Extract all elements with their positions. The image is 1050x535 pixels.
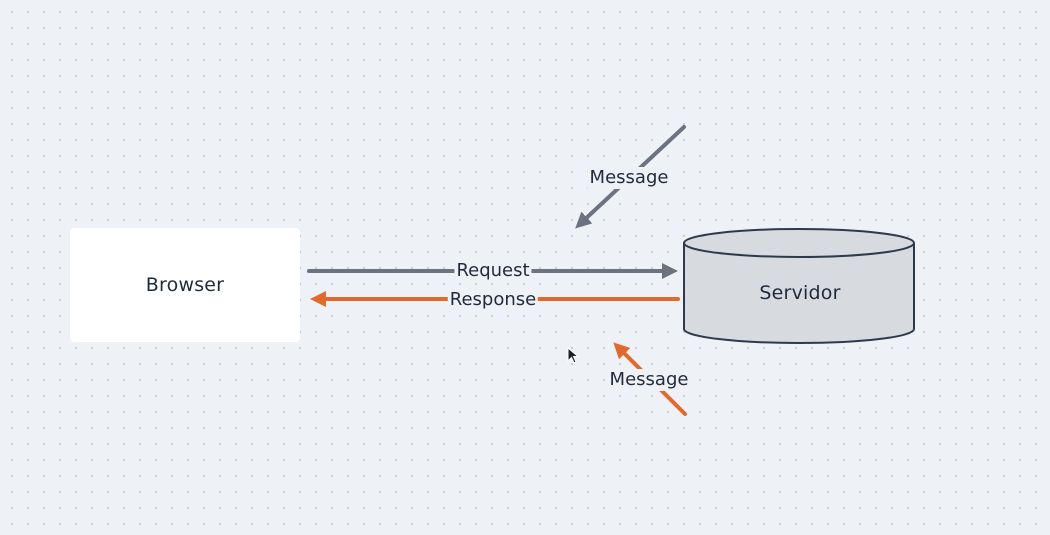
mouse-cursor-icon — [567, 347, 579, 364]
message-in-label: Message — [587, 167, 671, 189]
request-label: Request — [454, 260, 532, 282]
message-out-label: Message — [607, 369, 691, 391]
server-node-label: Servidor — [759, 282, 841, 304]
server-cylinder-body — [683, 243, 915, 344]
browser-node[interactable]: Browser — [70, 228, 300, 342]
server-cylinder-top — [683, 228, 915, 258]
response-label: Response — [447, 289, 539, 311]
browser-node-label: Browser — [145, 274, 225, 296]
server-node[interactable] — [683, 228, 915, 344]
